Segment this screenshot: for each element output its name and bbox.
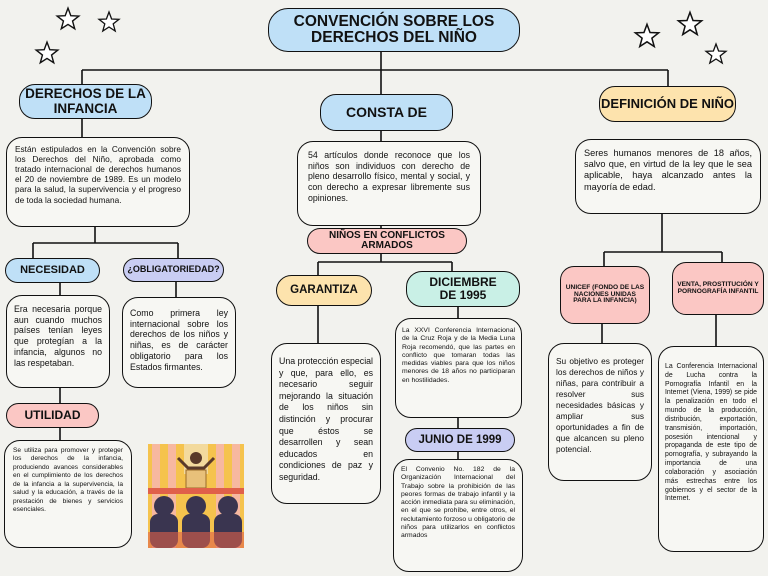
definicion-nino-description: Seres humanos menores de 18 años, salvo … (575, 139, 761, 214)
derechos-infancia-description: Están estipulados en la Convención sobre… (6, 137, 190, 227)
diciembre-text: La XXVI Conferencia Internacional de la … (395, 318, 522, 418)
obligatoriedad-label: ¿OBLIGATORIEDAD? (123, 258, 224, 282)
speaker-audience-illustration (148, 444, 244, 548)
star-icon (97, 10, 121, 33)
venta-label: VENTA, PROSTITUCIÓN Y PORNOGRAFÍA INFANT… (672, 262, 764, 315)
star-icon (34, 40, 60, 65)
diciembre-label: DICIEMBRE DE 1995 (406, 271, 520, 307)
star-icon (55, 6, 81, 31)
star-icon (704, 42, 728, 65)
unicef-text: Su objetivo es proteger los derechos de … (548, 343, 652, 481)
consta-de-description: 54 artículos donde reconoce que los niño… (297, 141, 481, 226)
garantiza-label: GARANTIZA (276, 275, 372, 306)
star-icon (633, 22, 661, 49)
venta-text: La Conferencia Internacional de Lucha co… (658, 346, 764, 552)
utilidad-text: Se utiliza para promover y proteger los … (4, 440, 132, 548)
junio-label: JUNIO DE 1999 (405, 428, 515, 452)
conflicto-armado-label: NIÑOS EN CONFLICTOS ARMADOS (307, 228, 467, 254)
definicion-nino-header: DEFINICIÓN DE NIÑO (599, 86, 736, 122)
unicef-label: UNICEF (FONDO DE LAS NACIONES UNIDAS PAR… (560, 266, 650, 324)
obligatoriedad-text: Como primera ley internacional sobre los… (122, 297, 236, 388)
garantiza-text: Una protección especial y que, para ello… (271, 343, 381, 504)
page-title: CONVENCIÓN SOBRE LOS DERECHOS DEL NIÑO (268, 8, 520, 52)
star-icon (676, 10, 704, 37)
derechos-infancia-header: DERECHOS DE LA INFANCIA (19, 84, 152, 119)
necesidad-text: Era necesaria porque aun cuando muchos p… (6, 295, 110, 388)
consta-de-header: CONSTA DE (320, 94, 453, 131)
necesidad-label: NECESIDAD (5, 258, 100, 283)
junio-text: El Convenio No. 182 de la Organización I… (393, 459, 523, 572)
utilidad-label: UTILIDAD (6, 403, 99, 428)
